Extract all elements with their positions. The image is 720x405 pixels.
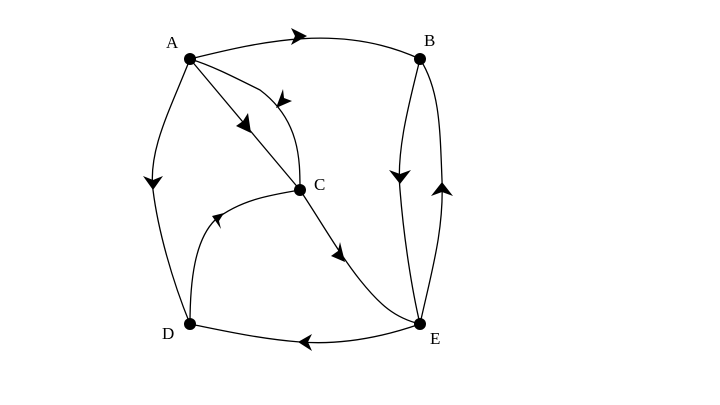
edge-a-b [189,28,421,60]
edge-a-d [143,58,191,325]
edge-a-c [189,58,301,191]
node-d [184,318,196,330]
edge-c-a [189,58,301,191]
edge-b-e [389,58,421,325]
node-label-a: A [166,33,179,52]
node-label-b: B [424,31,435,50]
node-c [294,184,306,196]
node-b [414,53,426,65]
edge-d-c [189,189,301,325]
node-a [184,53,196,65]
node-label-d: D [162,324,174,343]
edge-c-e [299,189,421,325]
node-label-e: E [430,329,440,348]
edge-e-b [419,58,453,325]
node-label-c: C [314,175,325,194]
node-e [414,318,426,330]
edge-e-d [189,323,421,351]
